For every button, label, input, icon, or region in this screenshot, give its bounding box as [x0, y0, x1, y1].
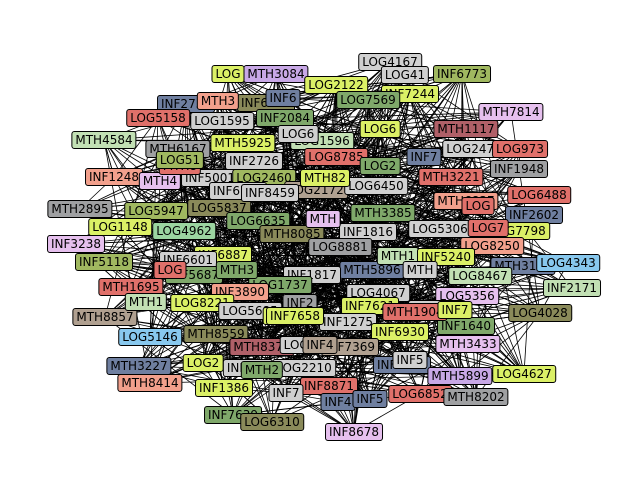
graph-node: INF7 — [268, 384, 304, 402]
graph-node: INF1386 — [195, 379, 253, 397]
graph-node: MTH — [402, 261, 438, 279]
graph-edge — [328, 309, 456, 387]
graph-edge — [419, 148, 475, 395]
graph-node: MTH — [305, 210, 341, 228]
graph-node: MTH8857 — [72, 308, 138, 326]
graph-node: LOG7 — [467, 219, 509, 237]
graph-node: MTH1 — [124, 293, 168, 311]
graph-node: LOG — [153, 261, 187, 279]
graph-node: LOG1595 — [190, 112, 254, 130]
graph-node: MTH2 — [240, 361, 284, 379]
graph-edge — [179, 165, 349, 323]
graph-node: MTH8414 — [117, 374, 183, 392]
graph-node: LOG4627 — [492, 365, 556, 383]
graph-node: LOG — [461, 197, 495, 215]
graph-node: MTH1904 — [382, 303, 448, 321]
graph-edge — [232, 344, 301, 416]
graph-node: LOG6 — [359, 120, 401, 138]
graph-node: MTH3385 — [350, 204, 416, 222]
graph-node: INF3238 — [47, 235, 105, 253]
graph-node: INF7 — [437, 301, 473, 319]
graph-node: MTH3221 — [418, 168, 484, 186]
graph-node: MTH5925 — [210, 134, 276, 152]
graph-edge — [261, 369, 355, 433]
graph-node: INF1816 — [339, 223, 397, 241]
graph-node: INF1948 — [490, 160, 548, 178]
graph-node: MTH4584 — [71, 131, 137, 149]
graph-node: LOG6488 — [507, 186, 571, 204]
graph-node: INF5 — [352, 390, 388, 408]
graph-node: INF6930 — [371, 323, 429, 341]
graph-node: LOG973 — [492, 140, 548, 158]
graph-edge — [282, 97, 355, 433]
graph-node: LOG1148 — [88, 218, 152, 236]
graph-node: LOG5306 — [408, 220, 472, 238]
graph-node: LOG8785 — [304, 148, 368, 166]
graph-node: LOG7569 — [336, 91, 400, 109]
graph-node: MTH3227 — [106, 357, 172, 375]
graph-node: LOG5158 — [126, 109, 190, 127]
graph-node: LOG8881 — [308, 238, 372, 256]
graph-node: LOG4028 — [508, 304, 572, 322]
graph-node: INF2171 — [543, 279, 601, 297]
graph-node: LOG6450 — [344, 177, 408, 195]
graph-node: INF5118 — [75, 253, 133, 271]
graph-node: LOG2122 — [304, 76, 368, 94]
graph-node: INF6 — [265, 89, 301, 107]
graph-node: LOG — [211, 65, 245, 83]
graph-node: INF1248 — [85, 168, 143, 186]
graph-node: MTH2895 — [47, 200, 113, 218]
graph-node: INF7658 — [266, 307, 324, 325]
graph-node: LOG6 — [277, 125, 319, 143]
graph-node: MTH5899 — [427, 367, 493, 385]
graph-node: INF7 — [406, 148, 442, 166]
graph-node: LOG4343 — [536, 254, 600, 272]
graph-node: LOG6310 — [240, 413, 304, 431]
graph-node: INF2726 — [225, 152, 283, 170]
graph-node: MTH7814 — [478, 103, 544, 121]
graph-node: MTH3433 — [435, 335, 501, 353]
graph-node: MTH3 — [196, 92, 240, 110]
graph-edge — [487, 168, 520, 229]
graph-node: LOG2210 — [272, 359, 336, 377]
graph-node: MTH82 — [300, 169, 350, 187]
graph-node: LOG2 — [359, 157, 401, 175]
graph-node: LOG8221 — [170, 294, 234, 312]
graph-node: INF6773 — [433, 65, 491, 83]
graph-node: LOG8250 — [460, 237, 524, 255]
graph-node: MTH4 — [138, 172, 182, 190]
graph-node: INF4 — [320, 393, 356, 411]
graph-node: LOG2472 — [442, 140, 506, 158]
graph-node: MTH3084 — [243, 65, 309, 83]
graph-node: INF8678 — [325, 423, 383, 441]
graph-node: MTH5896 — [339, 261, 405, 279]
graph-node: INF2602 — [505, 206, 563, 224]
graph-node: INF4 — [302, 336, 338, 354]
graph-node: INF8459 — [241, 184, 299, 202]
graph-node: LOG2 — [182, 354, 224, 372]
graph-node: LOG51 — [155, 151, 205, 169]
graph-node: LOG4962 — [152, 222, 216, 240]
graph-node: LOG8467 — [448, 267, 512, 285]
graph-node: INF1275 — [319, 313, 377, 331]
graph-node: LOG41 — [380, 66, 430, 84]
graph-edge — [113, 117, 159, 178]
graph-edge — [324, 177, 456, 311]
graph-edge — [404, 74, 573, 289]
graph-node: MTH3 — [215, 261, 259, 279]
graph-node: INF5 — [392, 351, 428, 369]
graph-node: LOG5146 — [118, 328, 182, 346]
graph-node: LOG6852 — [388, 385, 452, 403]
graph-node: MTH8202 — [443, 388, 509, 406]
graph-node: INF2084 — [256, 109, 314, 127]
graph-node: MTH1117 — [433, 120, 499, 138]
